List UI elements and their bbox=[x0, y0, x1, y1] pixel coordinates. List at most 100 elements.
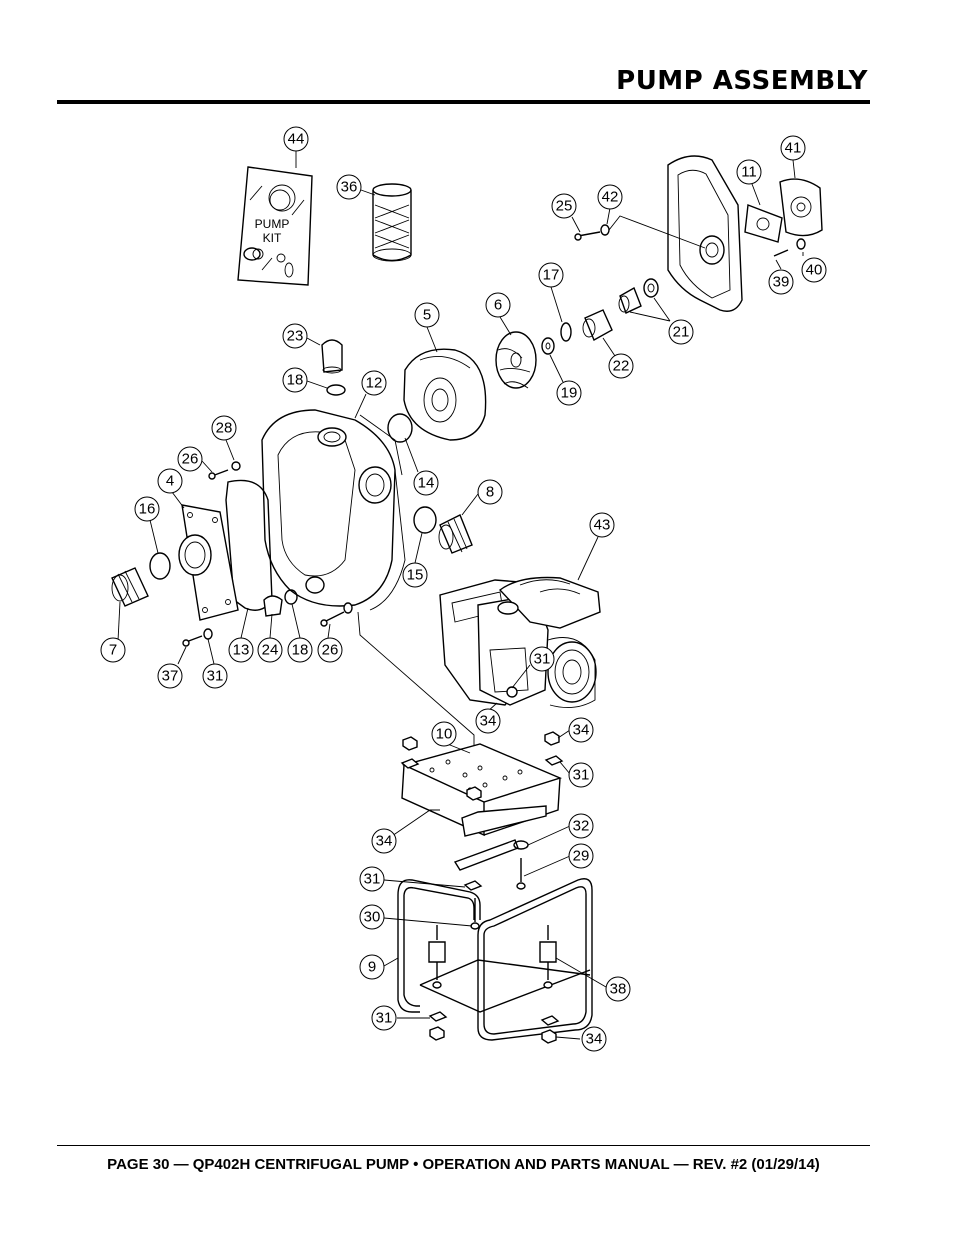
callout-9: 9 bbox=[359, 954, 385, 980]
callout-31-frame: 31 bbox=[359, 866, 385, 892]
svg-text:34: 34 bbox=[586, 1031, 603, 1048]
svg-text:38: 38 bbox=[610, 981, 627, 998]
callout-5: 5 bbox=[414, 302, 440, 328]
pump-casing bbox=[261, 409, 406, 611]
pump-frame bbox=[397, 839, 593, 1041]
callout-44: 44 bbox=[283, 126, 309, 152]
svg-text:26: 26 bbox=[322, 642, 339, 659]
callout-21: 21 bbox=[668, 319, 694, 345]
svg-text:22: 22 bbox=[613, 358, 630, 375]
strainer bbox=[372, 183, 412, 262]
callout-6: 6 bbox=[485, 292, 511, 318]
o-ring-14 bbox=[387, 413, 413, 443]
svg-text:41: 41 bbox=[785, 140, 802, 157]
svg-text:25: 25 bbox=[556, 198, 573, 215]
svg-text:10: 10 bbox=[436, 726, 453, 743]
header-rule bbox=[57, 100, 870, 104]
gasket-and-cover bbox=[744, 178, 823, 243]
impeller bbox=[495, 331, 537, 389]
callout-18-upper: 18 bbox=[282, 367, 308, 393]
page-footer: PAGE 30 — QP402H CENTRIFUGAL PUMP • OPER… bbox=[107, 1156, 820, 1173]
callout-30: 30 bbox=[359, 904, 385, 930]
callout-32: 32 bbox=[568, 813, 594, 839]
drain-plug bbox=[263, 595, 283, 617]
svg-text:19: 19 bbox=[561, 385, 578, 402]
frame-bottom-hardware bbox=[428, 1011, 560, 1044]
callout-18-lower: 18 bbox=[287, 637, 313, 663]
callout-24: 24 bbox=[257, 637, 283, 663]
svg-text:8: 8 bbox=[486, 484, 494, 501]
svg-text:39: 39 bbox=[773, 274, 790, 291]
callout-42: 42 bbox=[597, 184, 623, 210]
svg-text:17: 17 bbox=[543, 267, 560, 284]
callout-25: 25 bbox=[551, 193, 577, 219]
callout-31-plate-left: 31 bbox=[202, 663, 228, 689]
svg-text:42: 42 bbox=[602, 189, 619, 206]
svg-text:29: 29 bbox=[573, 848, 590, 865]
svg-text:16: 16 bbox=[139, 501, 156, 518]
callout-8: 8 bbox=[477, 479, 503, 505]
svg-text:13: 13 bbox=[233, 642, 250, 659]
leader-lines bbox=[117, 150, 804, 1040]
o-ring-16 bbox=[149, 552, 171, 580]
callout-34-left: 34 bbox=[371, 828, 397, 854]
callout-13: 13 bbox=[228, 637, 254, 663]
callout-17: 17 bbox=[538, 262, 564, 288]
callout-14: 14 bbox=[413, 470, 439, 496]
svg-text:34: 34 bbox=[573, 722, 590, 739]
suction-fitting bbox=[111, 567, 149, 607]
base-plate bbox=[401, 743, 563, 837]
callout-34-bottom: 34 bbox=[581, 1026, 607, 1052]
svg-text:37: 37 bbox=[162, 668, 179, 685]
svg-text:34: 34 bbox=[376, 833, 393, 850]
callout-26-lower: 26 bbox=[317, 637, 343, 663]
callout-7: 7 bbox=[100, 637, 126, 663]
callout-balloons: 44 36 41 11 25 42 40 39 17 21 22 5 6 19 … bbox=[100, 126, 827, 1052]
callout-4: 4 bbox=[157, 468, 183, 494]
svg-text:21: 21 bbox=[673, 324, 690, 341]
vibration-isolators bbox=[428, 925, 557, 989]
callout-43: 43 bbox=[589, 512, 615, 538]
svg-text:44: 44 bbox=[288, 131, 305, 148]
callout-10: 10 bbox=[431, 721, 457, 747]
callout-31-right-upper: 31 bbox=[568, 762, 594, 788]
svg-text:5: 5 bbox=[423, 307, 431, 324]
svg-text:12: 12 bbox=[366, 375, 383, 392]
o-ring-15 bbox=[413, 506, 437, 534]
mechanical-seal-parts bbox=[541, 278, 659, 355]
callout-41: 41 bbox=[780, 135, 806, 161]
svg-text:31: 31 bbox=[364, 871, 381, 888]
svg-text:30: 30 bbox=[364, 909, 381, 926]
svg-text:43: 43 bbox=[594, 517, 611, 534]
svg-text:40: 40 bbox=[806, 262, 823, 279]
o-ring-18-lower bbox=[284, 589, 298, 605]
casing-bolts bbox=[182, 461, 475, 745]
footer-rule bbox=[57, 1145, 870, 1146]
svg-text:31: 31 bbox=[207, 668, 224, 685]
svg-text:31: 31 bbox=[534, 651, 551, 668]
callout-40: 40 bbox=[801, 257, 827, 283]
svg-text:11: 11 bbox=[741, 164, 757, 181]
callout-34-engine: 34 bbox=[475, 708, 501, 734]
pump-rear-housing bbox=[667, 155, 743, 312]
svg-text:26: 26 bbox=[182, 451, 199, 468]
svg-text:15: 15 bbox=[407, 567, 424, 584]
callout-23: 23 bbox=[282, 323, 308, 349]
discharge-fitting bbox=[438, 514, 473, 554]
suction-cover-plate bbox=[178, 504, 239, 621]
callout-16: 16 bbox=[134, 496, 160, 522]
svg-text:18: 18 bbox=[292, 642, 309, 659]
svg-text:36: 36 bbox=[341, 179, 358, 196]
callout-15: 15 bbox=[402, 562, 428, 588]
callout-12: 12 bbox=[361, 370, 387, 396]
callout-31-bottom: 31 bbox=[371, 1005, 397, 1031]
priming-plug bbox=[321, 339, 346, 396]
callout-29: 29 bbox=[568, 843, 594, 869]
svg-text:4: 4 bbox=[166, 473, 174, 490]
svg-text:6: 6 bbox=[494, 297, 502, 314]
engine bbox=[439, 576, 601, 709]
svg-text:34: 34 bbox=[480, 713, 497, 730]
svg-text:14: 14 bbox=[418, 475, 435, 492]
svg-text:24: 24 bbox=[262, 642, 279, 659]
svg-text:31: 31 bbox=[573, 767, 590, 784]
